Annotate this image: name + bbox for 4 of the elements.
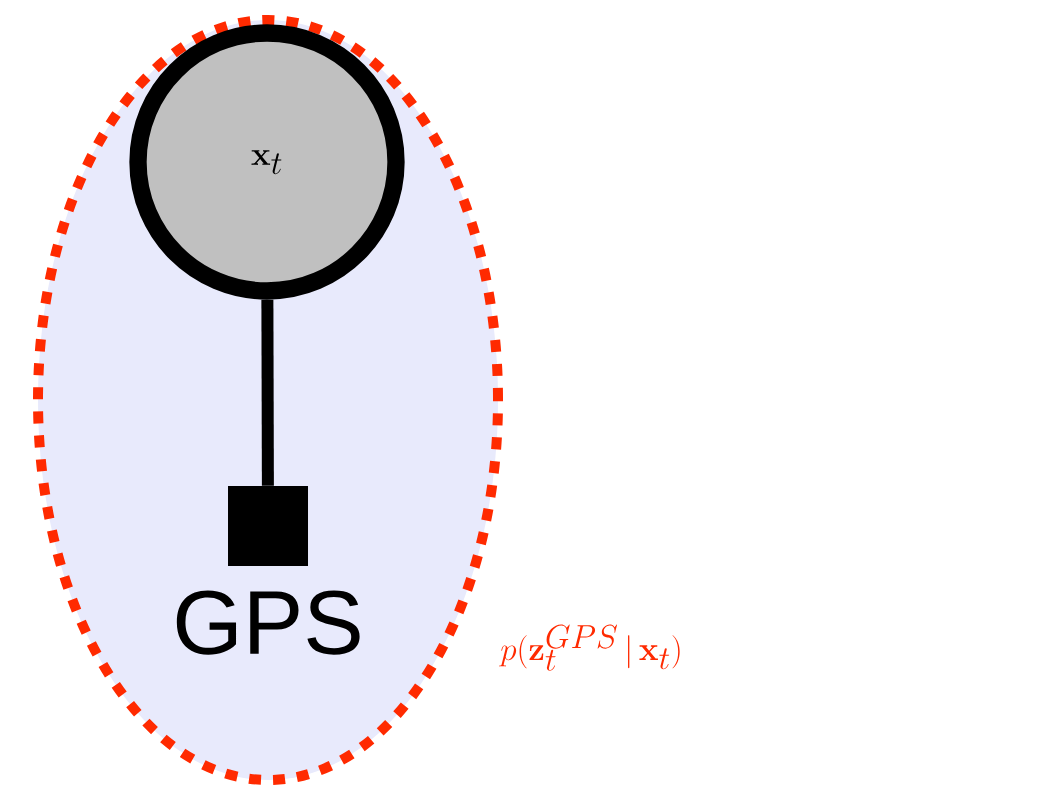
connector-line (261, 299, 274, 486)
likelihood-formula: $p(\mathbf{z}_t^{GPS}\,|\,\mathbf{x}_t)$ (499, 624, 680, 671)
factor-square (228, 486, 308, 566)
factor-label: GPS (176, 590, 360, 655)
